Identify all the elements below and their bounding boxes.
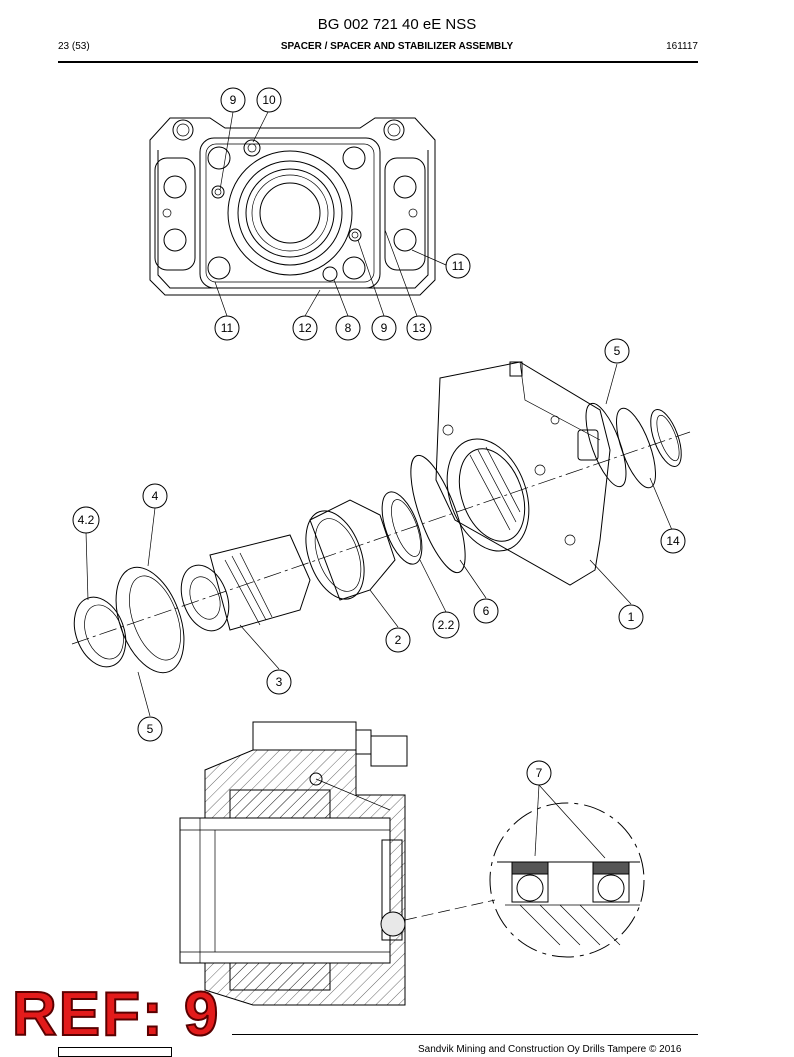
footer-rule (232, 1034, 698, 1035)
callout-6: 6 (473, 598, 499, 624)
callout-5-left: 5 (137, 716, 163, 742)
callout-9-lower: 9 (371, 315, 397, 341)
header-rule (58, 61, 698, 63)
date-code: 161117 (666, 41, 698, 52)
callout-1: 1 (618, 604, 644, 630)
callout-11-left: 11 (214, 315, 240, 341)
callout-7: 7 (526, 760, 552, 786)
exploded-view-drawing (71, 361, 691, 717)
svg-text:7: 7 (536, 766, 543, 780)
detail-view-drawing (489, 784, 645, 958)
section-title: SPACER / SPACER AND STABILIZER ASSEMBLY (280, 41, 514, 52)
callout-13: 13 (406, 315, 432, 341)
top-view-callouts: 9 10 11 11 12 8 9 13 (214, 87, 471, 341)
svg-text:2.2: 2.2 (438, 618, 455, 632)
callout-10: 10 (256, 87, 282, 113)
svg-text:10: 10 (262, 93, 276, 107)
svg-text:13: 13 (412, 321, 426, 335)
ref-stamp: REF: 9 (11, 980, 221, 1049)
page-number: 23 (53) (58, 41, 90, 52)
callout-9: 9 (220, 87, 246, 113)
footer-company-text: Sandvik Mining and Construction Oy Drill… (418, 1044, 682, 1055)
callout-14: 14 (660, 528, 686, 554)
svg-text:5: 5 (614, 344, 621, 358)
callout-5-right: 5 (604, 338, 630, 364)
svg-text:2: 2 (395, 633, 402, 647)
svg-text:3: 3 (276, 675, 283, 689)
svg-text:1: 1 (628, 610, 635, 624)
callout-2: 2 (385, 627, 411, 653)
svg-text:4.2: 4.2 (78, 513, 95, 527)
callout-3: 3 (266, 669, 292, 695)
svg-text:9: 9 (230, 93, 237, 107)
svg-text:4: 4 (152, 489, 159, 503)
svg-text:11: 11 (221, 321, 234, 335)
document-title: BG 002 721 40 eE NSS (317, 16, 477, 33)
callout-8: 8 (335, 315, 361, 341)
svg-text:14: 14 (666, 534, 680, 548)
callout-2-2: 2.2 (432, 611, 460, 639)
svg-text:5: 5 (147, 722, 154, 736)
exploded-view-callouts: 5 4 4.2 14 1 6 2.2 2 3 5 (72, 338, 686, 742)
svg-text:8: 8 (345, 321, 352, 335)
callout-12: 12 (292, 315, 318, 341)
callout-4-2: 4.2 (72, 506, 100, 534)
svg-text:11: 11 (452, 259, 465, 273)
svg-text:12: 12 (298, 321, 312, 335)
svg-text:6: 6 (483, 604, 490, 618)
top-view-drawing (149, 111, 447, 317)
company-logo (58, 1047, 172, 1057)
callout-11-right: 11 (445, 253, 471, 279)
section-callouts: 7 (526, 760, 552, 786)
section-view-drawing (179, 721, 496, 1006)
svg-text:9: 9 (381, 321, 388, 335)
callout-4: 4 (142, 483, 168, 509)
